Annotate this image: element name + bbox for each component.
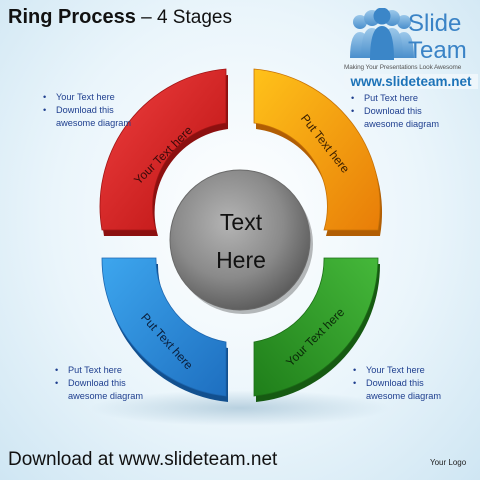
- people-group-icon: [350, 8, 414, 60]
- bullet-item: Download this: [42, 104, 131, 117]
- bullet-item: Your Text here: [42, 91, 131, 104]
- bullet-list-top-left: Your Text here Download this awesome dia…: [42, 91, 131, 130]
- logo-tagline: Making Your Presentations Look Awesome: [344, 64, 462, 71]
- download-footer[interactable]: Download at www.slideteam.net: [8, 449, 278, 470]
- bullet-item: Download this: [54, 377, 143, 390]
- ring-segment-bottom-left[interactable]: [101, 257, 228, 402]
- your-logo-placeholder: Your Logo: [430, 458, 467, 467]
- bullet-item-continuation: awesome diagram: [366, 391, 442, 401]
- ring-segment-top-right[interactable]: [253, 68, 383, 236]
- bullet-item-continuation: awesome diagram: [364, 119, 440, 129]
- slideteam-logo: Slide Team Making Your Presentations Loo…: [344, 4, 478, 100]
- logo-word-team: Team: [408, 37, 467, 64]
- ring-segment-top-left[interactable]: [99, 68, 228, 236]
- ring-shadow: [90, 390, 390, 426]
- bullet-item: Your Text here: [352, 364, 441, 377]
- bullet-list-bottom-left: Put Text here Download this awesome diag…: [54, 364, 143, 403]
- bullet-item: Download this: [352, 377, 441, 390]
- logo-url[interactable]: www.slideteam.net: [344, 74, 478, 89]
- bullet-list-bottom-right: Your Text here Download this awesome dia…: [352, 364, 441, 403]
- bullet-item: Download this: [350, 105, 439, 118]
- title-main: Ring Process: [8, 6, 136, 28]
- bullet-item-continuation: awesome diagram: [68, 391, 144, 401]
- slide-title: Ring Process – 4 Stages: [8, 6, 232, 29]
- bullet-item-continuation: awesome diagram: [56, 118, 132, 128]
- bullet-item: Put Text here: [350, 92, 439, 105]
- center-text-line2: Here: [216, 247, 266, 273]
- ring-segment-bottom-right[interactable]: [253, 257, 381, 402]
- bullet-list-top-right: Put Text here Download this awesome diag…: [350, 92, 439, 131]
- bullet-item: Put Text here: [54, 364, 143, 377]
- center-text-line1: Text: [220, 209, 263, 235]
- center-circle[interactable]: [169, 169, 313, 314]
- title-subtitle: – 4 Stages: [135, 7, 232, 28]
- logo-word-slide: Slide: [408, 10, 462, 37]
